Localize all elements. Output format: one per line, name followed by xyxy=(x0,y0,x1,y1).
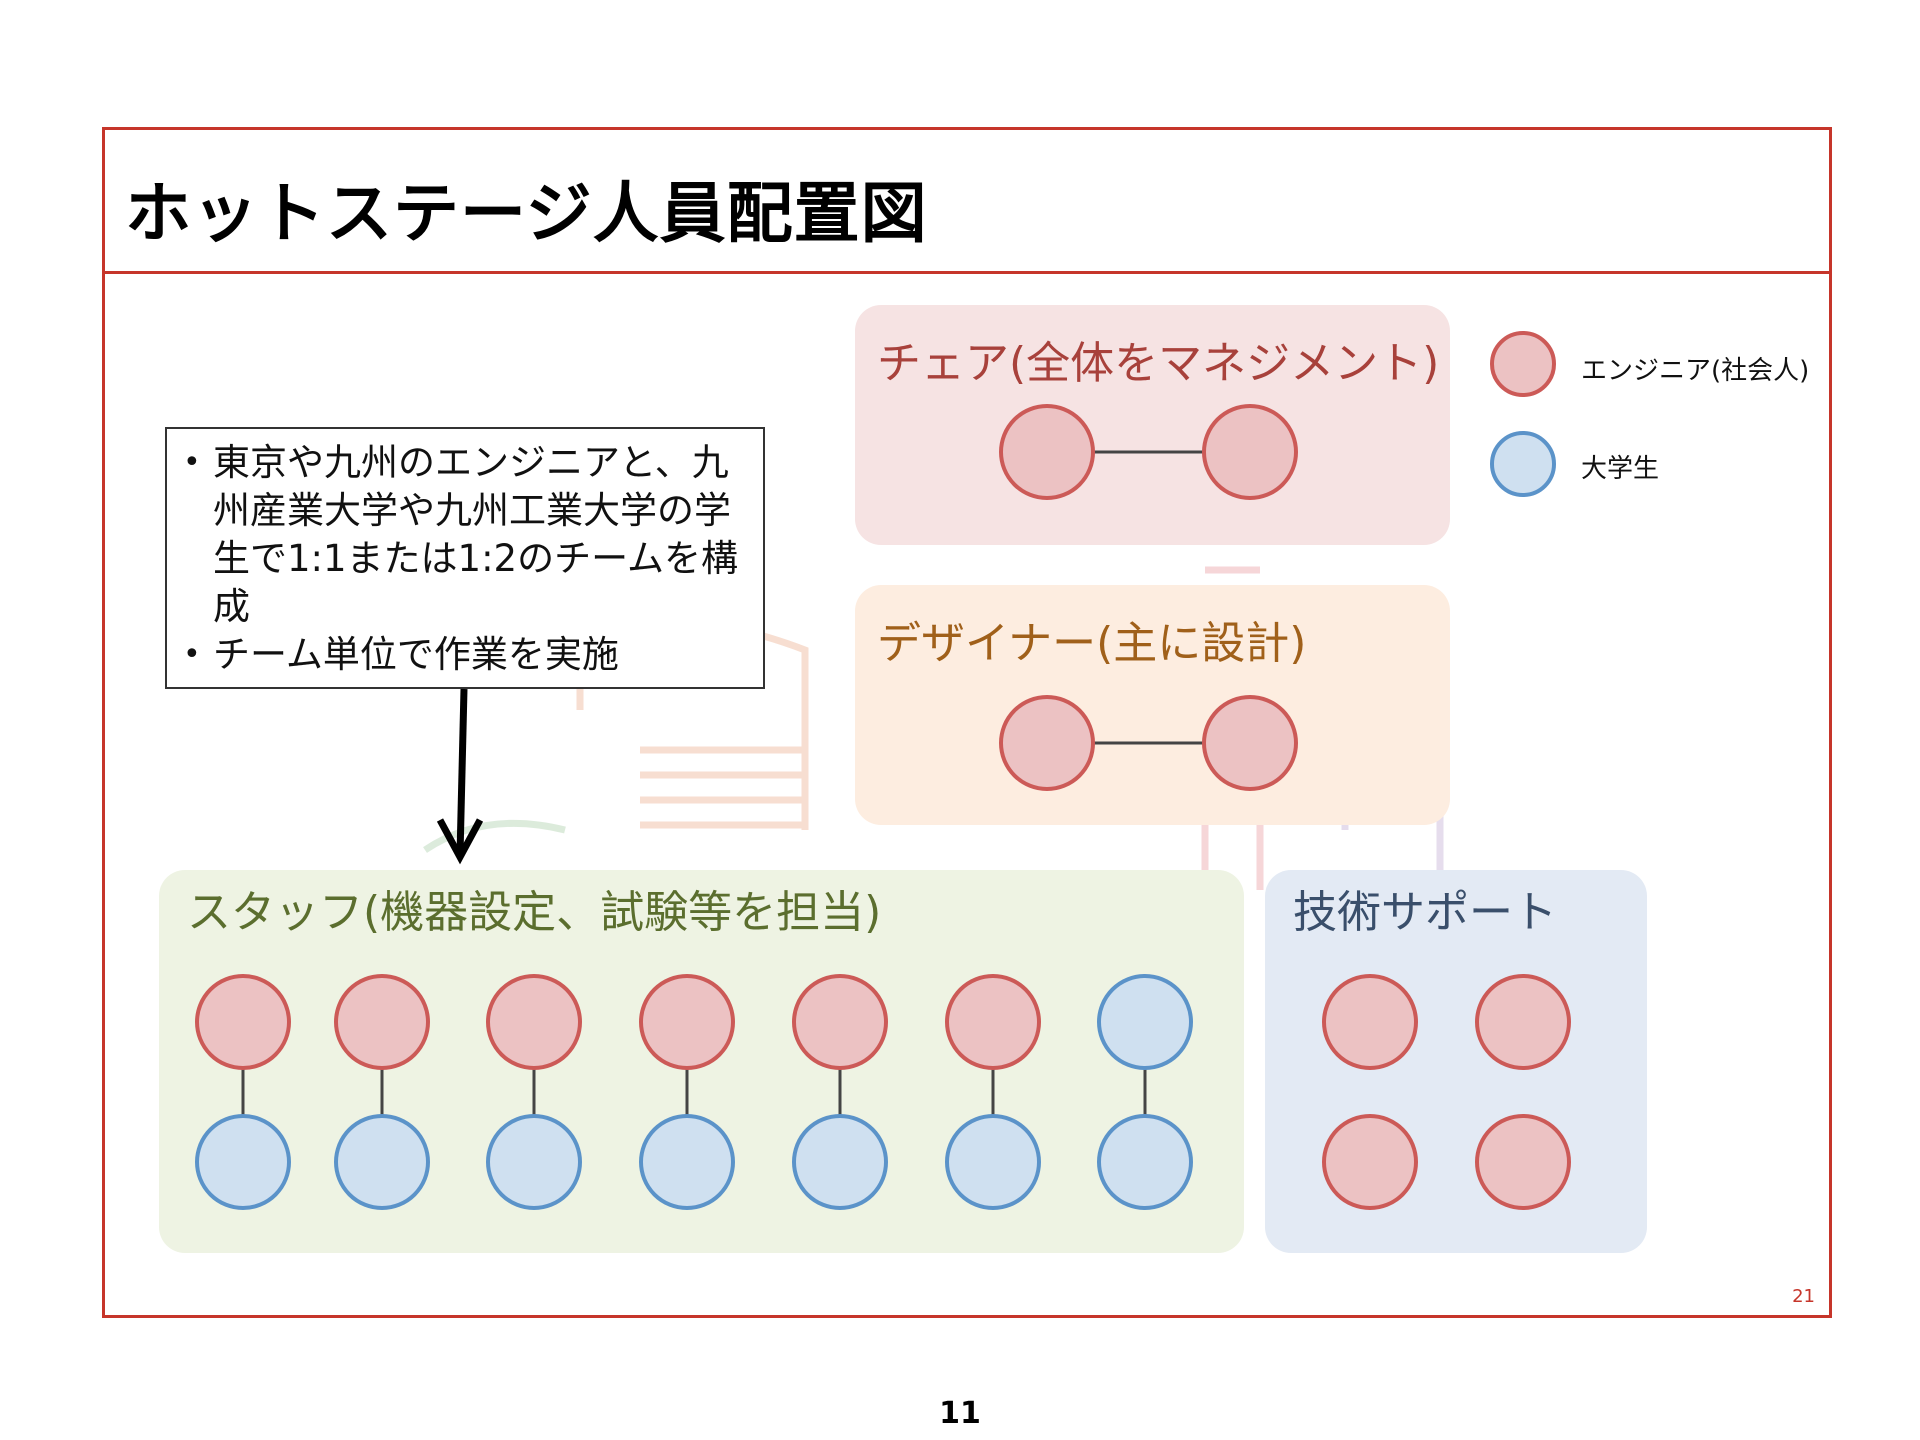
legend-engineer-swatch xyxy=(1490,331,1556,397)
staff-member xyxy=(792,974,888,1070)
designer-member xyxy=(999,695,1095,791)
bullet-icon: • xyxy=(183,445,201,480)
support-member xyxy=(1322,974,1418,1070)
legend-engineer-label: エンジニア(社会人) xyxy=(1581,356,1810,386)
chair-member xyxy=(1202,404,1298,500)
legend-student-label: 大学生 xyxy=(1581,454,1660,484)
title-bar: ホットステージ人員配置図 xyxy=(105,130,1829,274)
chair-group-label: チェア(全体をマネジメント) xyxy=(877,338,1440,389)
staff-member xyxy=(486,1114,582,1210)
note-box: • 東京や九州のエンジニアと、九州産業大学や九州工業大学の学生で1:1または1:… xyxy=(165,427,765,689)
chair-member xyxy=(999,404,1095,500)
legend-student-swatch xyxy=(1490,431,1556,497)
note-item-text: チーム単位で作業を実施 xyxy=(213,633,619,676)
staff-member xyxy=(486,974,582,1070)
staff-member xyxy=(945,974,1041,1070)
members-layer xyxy=(195,404,1571,1210)
note-item: • 東京や九州のエンジニアと、九州産業大学や九州工業大学の学生で1:1または1:… xyxy=(179,439,751,631)
staff-member xyxy=(334,1114,430,1210)
chair-group: チェア(全体をマネジメント) xyxy=(855,305,1450,545)
inner-page-number: 21 xyxy=(1792,1286,1815,1307)
slide-title: ホットステージ人員配置図 xyxy=(125,175,928,252)
staff-member xyxy=(639,974,735,1070)
note-item-text: 東京や九州のエンジニアと、九州産業大学や九州工業大学の学生で1:1または1:2の… xyxy=(213,441,738,628)
outer-page-number: 11 xyxy=(939,1396,981,1431)
staff-member xyxy=(195,1114,291,1210)
designer-group-label: デザイナー(主に設計) xyxy=(877,618,1307,669)
designer-member xyxy=(1202,695,1298,791)
slide-frame: ホットステージ人員配置図 チェア(全体をマネジメント) デザイナー(主に設計) … xyxy=(102,127,1832,1318)
support-group-label: 技術サポート xyxy=(1293,887,1557,938)
staff-member xyxy=(639,1114,735,1210)
staff-member xyxy=(195,974,291,1070)
staff-member xyxy=(1097,1114,1193,1210)
arrow-down-icon xyxy=(436,688,484,865)
staff-member xyxy=(1097,974,1193,1070)
note-item: • チーム単位で作業を実施 xyxy=(179,631,751,679)
support-member xyxy=(1475,1114,1571,1210)
bullet-icon: • xyxy=(183,637,201,672)
staff-member xyxy=(334,974,430,1070)
designer-group: デザイナー(主に設計) xyxy=(855,585,1450,825)
support-group: 技術サポート xyxy=(1265,870,1647,1253)
staff-member xyxy=(792,1114,888,1210)
support-member xyxy=(1322,1114,1418,1210)
staff-group-label: スタッフ(機器設定、試験等を担当) xyxy=(187,887,882,938)
staff-member xyxy=(945,1114,1041,1210)
support-member xyxy=(1475,974,1571,1070)
